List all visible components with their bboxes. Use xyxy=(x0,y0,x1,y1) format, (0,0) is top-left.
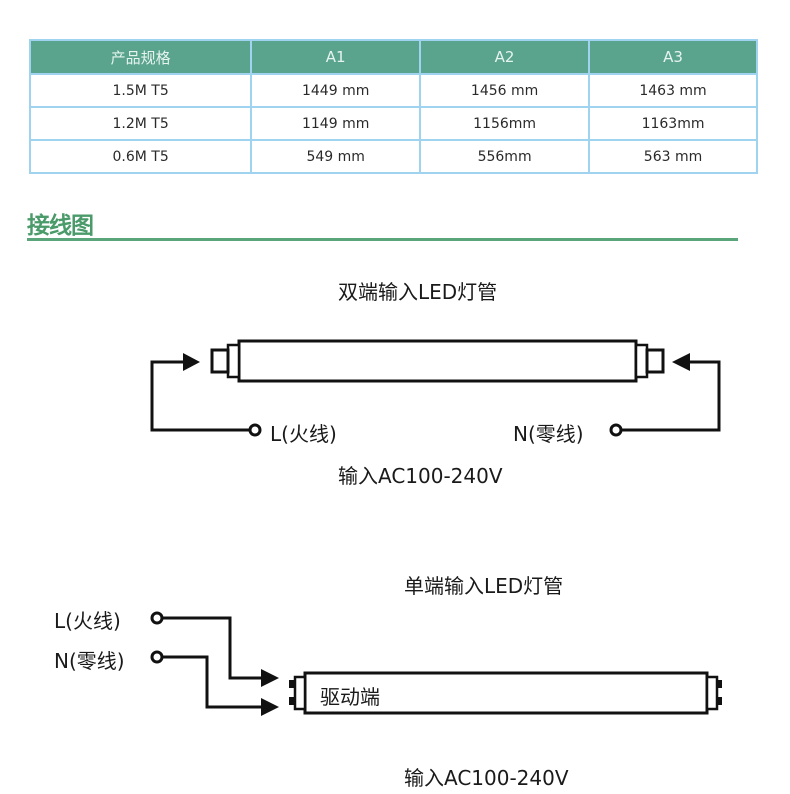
single-end-tube xyxy=(293,671,719,715)
driver-pin-top xyxy=(289,680,295,688)
header-spec: 产品规格 xyxy=(28,39,253,75)
single-end-input-label: 输入AC100-240V xyxy=(404,766,569,790)
right-end-cap xyxy=(705,675,719,711)
double-end-tube xyxy=(210,339,665,383)
neutral-terminal-icon xyxy=(150,650,164,664)
table-row: 0.6M T5 549 mm 556mm 563 mm xyxy=(28,139,758,174)
table-row: 1.2M T5 1149 mm 1156mm 1163mm xyxy=(28,106,758,141)
neutral-terminal-icon xyxy=(609,423,623,437)
end-pin-top xyxy=(717,680,722,688)
section-title: 接线图 xyxy=(27,213,94,239)
cell-spec: 1.5M T5 xyxy=(28,73,253,108)
neutral-wire xyxy=(163,655,262,709)
end-pin-bottom xyxy=(717,697,722,705)
cell-a3: 563 mm xyxy=(588,139,758,174)
cell-a3: 1163mm xyxy=(588,106,758,141)
arrow-right-icon xyxy=(183,353,200,371)
spec-table: 产品规格 A1 A2 A3 1.5M T5 1449 mm 1456 mm 14… xyxy=(28,39,758,174)
cell-a3: 1463 mm xyxy=(588,73,758,108)
driver-pin-bottom xyxy=(289,697,295,705)
cell-a2: 556mm xyxy=(419,139,591,174)
single-end-live-label: L(火线) xyxy=(54,609,121,633)
cell-a2: 1456 mm xyxy=(419,73,591,108)
live-terminal-icon xyxy=(248,423,262,437)
left-end-cap xyxy=(226,343,241,379)
cell-spec: 1.2M T5 xyxy=(28,106,253,141)
arrow-left-icon xyxy=(672,353,690,371)
double-end-title: 双端输入LED灯管 xyxy=(338,280,498,304)
neutral-wire xyxy=(619,360,721,432)
right-end-cap xyxy=(634,343,649,379)
arrow-right-icon xyxy=(261,669,279,687)
cell-a2: 1156mm xyxy=(419,106,591,141)
single-end-neutral-label: N(零线) xyxy=(54,649,125,673)
cell-spec: 0.6M T5 xyxy=(28,139,253,174)
driver-end-cap xyxy=(293,675,307,711)
live-wire xyxy=(150,360,254,432)
right-pin xyxy=(645,348,665,374)
live-terminal-icon xyxy=(150,611,164,625)
table-header-row: 产品规格 A1 A2 A3 xyxy=(28,39,758,75)
header-a1: A1 xyxy=(250,39,422,75)
double-end-live-label: L(火线) xyxy=(270,422,337,446)
tube-body xyxy=(237,339,638,383)
left-pin xyxy=(210,348,230,374)
cell-a1: 549 mm xyxy=(250,139,422,174)
header-a2: A2 xyxy=(419,39,591,75)
double-end-input-label: 输入AC100-240V xyxy=(338,464,503,488)
double-end-neutral-label: N(零线) xyxy=(513,422,584,446)
single-end-title: 单端输入LED灯管 xyxy=(404,574,564,598)
cell-a1: 1449 mm xyxy=(250,73,422,108)
table-row: 1.5M T5 1449 mm 1456 mm 1463 mm xyxy=(28,73,758,108)
section-divider xyxy=(27,238,738,241)
arrow-right-icon xyxy=(261,698,279,716)
cell-a1: 1149 mm xyxy=(250,106,422,141)
live-wire xyxy=(163,616,262,680)
header-a3: A3 xyxy=(588,39,758,75)
driver-end-label: 驱动端 xyxy=(320,685,380,709)
